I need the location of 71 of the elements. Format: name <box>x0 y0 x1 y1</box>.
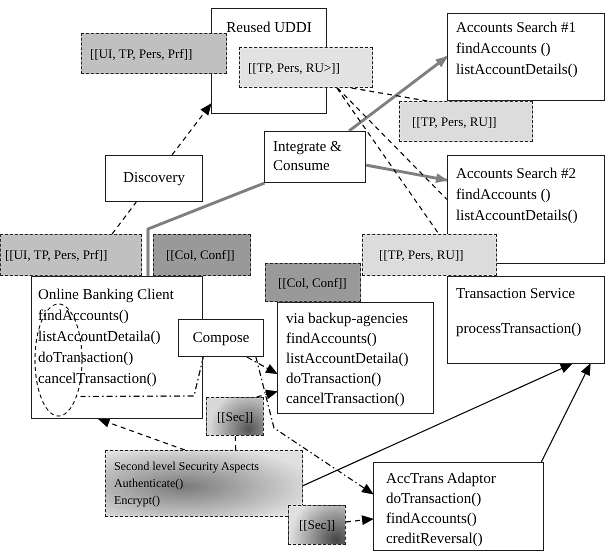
method-label: findAccounts () <box>456 186 552 205</box>
method-label: listAccountDetails() <box>456 207 579 226</box>
arrow <box>346 515 374 526</box>
method-label: findAccounts () <box>456 40 552 59</box>
method-label: listAccountDetails() <box>456 61 579 80</box>
node-title: Compose <box>192 328 250 348</box>
node-title: [[Sec]] <box>216 408 254 426</box>
annotation-tag <box>206 397 264 436</box>
connector-line <box>351 87 428 102</box>
annotation-tag <box>288 505 346 545</box>
annotation-tag <box>362 234 497 276</box>
action-box <box>105 155 203 202</box>
service-box <box>447 276 605 364</box>
node-title: Integrate & Consume <box>273 138 343 176</box>
node-title: [[Col, Conf]] <box>166 246 236 264</box>
node-title: via backup-agencies <box>286 310 410 329</box>
action-box <box>264 131 366 183</box>
node-title: [[TP, Pers, RU]] <box>379 246 464 264</box>
node-title: Accounts Search #1 <box>456 19 577 38</box>
method-label: cancelTransaction() <box>38 370 158 389</box>
method-label: processTransaction() <box>456 320 582 339</box>
node-title: Online Banking Client <box>38 286 175 305</box>
connector-line <box>337 88 448 200</box>
arrow <box>98 418 185 451</box>
method-label: doTransaction() <box>386 490 482 509</box>
arrow <box>540 363 591 462</box>
annotation-tag <box>0 234 142 276</box>
method-label: listAccountDetaila() <box>286 350 410 369</box>
connector-line <box>234 436 236 450</box>
node-title: AccTrans Adaptor <box>386 470 497 489</box>
node-title: [[Sec]] <box>298 516 336 534</box>
arrow <box>366 164 448 184</box>
method-label: creditReversal() <box>386 530 484 549</box>
method-label: doTransaction() <box>286 370 382 389</box>
method-label: findAccounts() <box>38 307 130 326</box>
node-title: Transaction Service <box>456 285 576 304</box>
method-label: Authenticate() <box>114 475 184 492</box>
arrow <box>348 56 448 132</box>
arrow <box>172 103 212 156</box>
annotation-tag <box>239 47 373 88</box>
method-label: findAccounts() <box>286 330 378 349</box>
node-title: Second level Security Aspects <box>114 458 260 475</box>
node-title: [[TP, Pers, RU]] <box>412 112 498 131</box>
arrow <box>246 356 278 374</box>
annotation-tag <box>81 33 227 74</box>
node-title: [[TP, Pers, RU>]] <box>248 58 341 77</box>
arrow <box>256 390 278 400</box>
action-box <box>178 319 264 357</box>
method-label: Encrypt() <box>114 492 161 509</box>
method-label: cancelTransaction() <box>286 390 406 409</box>
annotation-tag <box>153 234 251 276</box>
annotation-tag <box>399 101 533 142</box>
node-title: Reused UDDI <box>226 19 312 38</box>
adapter-box <box>373 462 544 551</box>
arrow <box>255 356 374 495</box>
connector-line <box>336 88 440 234</box>
method-label: findAccounts() <box>386 510 478 529</box>
service-box <box>277 302 434 414</box>
node-title: [[UI, TP, Pers, Prf]] <box>5 246 108 264</box>
connector-line <box>80 356 204 398</box>
security-box <box>105 450 303 517</box>
method-label: doTransaction() <box>38 349 134 368</box>
connector-line <box>112 202 137 234</box>
service-box <box>447 13 605 101</box>
arrow <box>302 363 572 486</box>
annotation-tag <box>265 263 361 302</box>
node-title: Discovery <box>123 169 185 188</box>
connector-line <box>146 182 266 276</box>
node-title: [[Col, Conf]] <box>278 274 348 292</box>
node-title: [[UI, TP, Pers, Prf]] <box>90 44 194 63</box>
node-title: Accounts Search #2 <box>456 165 577 184</box>
